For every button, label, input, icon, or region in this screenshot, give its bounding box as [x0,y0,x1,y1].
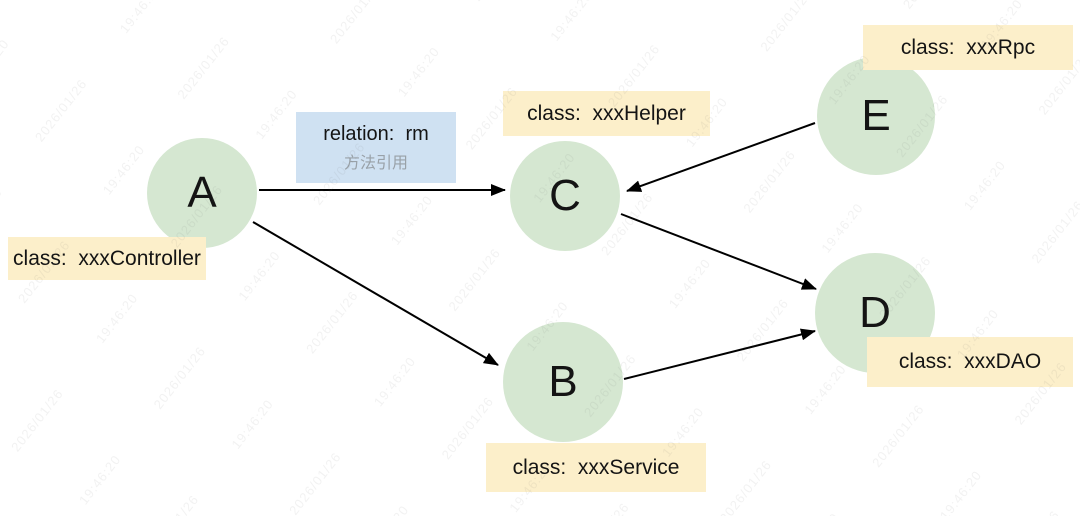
relation-subtitle: 方法引用 [343,154,408,172]
node-e-letter: E [861,91,891,140]
class-label-controller[interactable]: class: xxxController [8,237,206,280]
node-a[interactable]: A [147,138,257,248]
relation-title: relation: rm [323,122,429,145]
node-c-letter: C [549,171,581,220]
node-d-letter: D [859,288,891,337]
class-label-rpc[interactable]: class: xxxRpc [863,25,1073,70]
relation-label-box[interactable]: relation: rm 方法引用 [296,112,456,183]
node-c[interactable]: C [510,141,620,251]
edge-c-d[interactable] [620,213,817,290]
edge-b-d[interactable] [623,328,816,380]
class-label-dao[interactable]: class: xxxDAO [867,337,1073,387]
class-label-service[interactable]: class: xxxService [486,443,706,492]
node-b-letter: B [548,357,578,406]
node-b[interactable]: B [503,322,623,442]
class-label-helper[interactable]: class: xxxHelper [503,91,710,136]
node-e[interactable]: E [817,57,935,175]
node-a-letter: A [187,168,217,217]
edge-e-c[interactable] [626,122,816,192]
edge-a-b[interactable] [252,221,499,366]
